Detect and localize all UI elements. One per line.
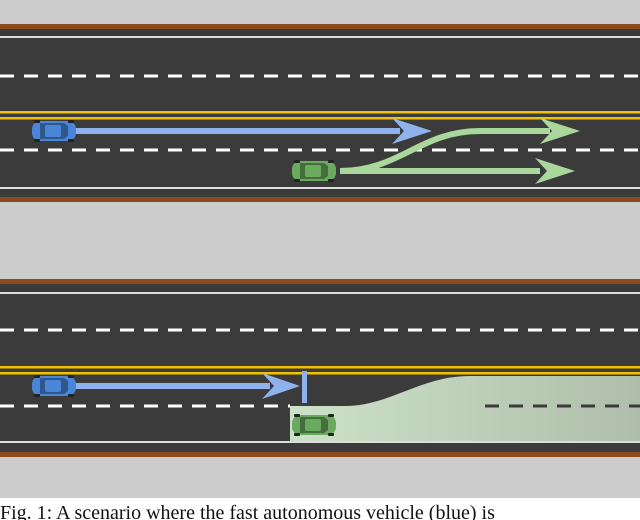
bottom-scene <box>0 279 640 457</box>
top-road-edge-line-top <box>0 36 640 38</box>
top-road-edge-top <box>0 24 640 29</box>
bottom-other-car-icon <box>292 414 336 436</box>
bottom-road-edge-line-bottom <box>0 441 640 443</box>
bottom-road-edge-line-top <box>0 292 640 294</box>
bottom-median-yellow-b <box>0 372 640 375</box>
bottom-road-edge-top <box>0 279 640 284</box>
bottom-road-edge-bottom <box>0 452 640 457</box>
top-median-yellow-b <box>0 117 640 120</box>
bottom-median-yellow-a <box>0 366 640 369</box>
top-median-yellow-a <box>0 111 640 114</box>
scenario-diagram <box>0 0 640 498</box>
top-road-edge-line-bottom <box>0 187 640 189</box>
top-other-car-icon <box>292 160 336 182</box>
top-ego-car-icon <box>32 120 76 142</box>
bottom-ego-stop-bar <box>302 371 307 403</box>
figure-caption: Fig. 1: A scenario where the fast autono… <box>0 502 495 520</box>
top-road-edge-bottom <box>0 197 640 202</box>
bottom-ego-path-arrow <box>75 373 300 399</box>
bottom-other-reachable-region <box>290 376 640 441</box>
top-other-path-straight-arrow <box>340 158 575 184</box>
bottom-ego-car-icon <box>32 375 76 397</box>
top-scene <box>0 24 640 202</box>
top-ego-path-arrow <box>75 118 432 144</box>
